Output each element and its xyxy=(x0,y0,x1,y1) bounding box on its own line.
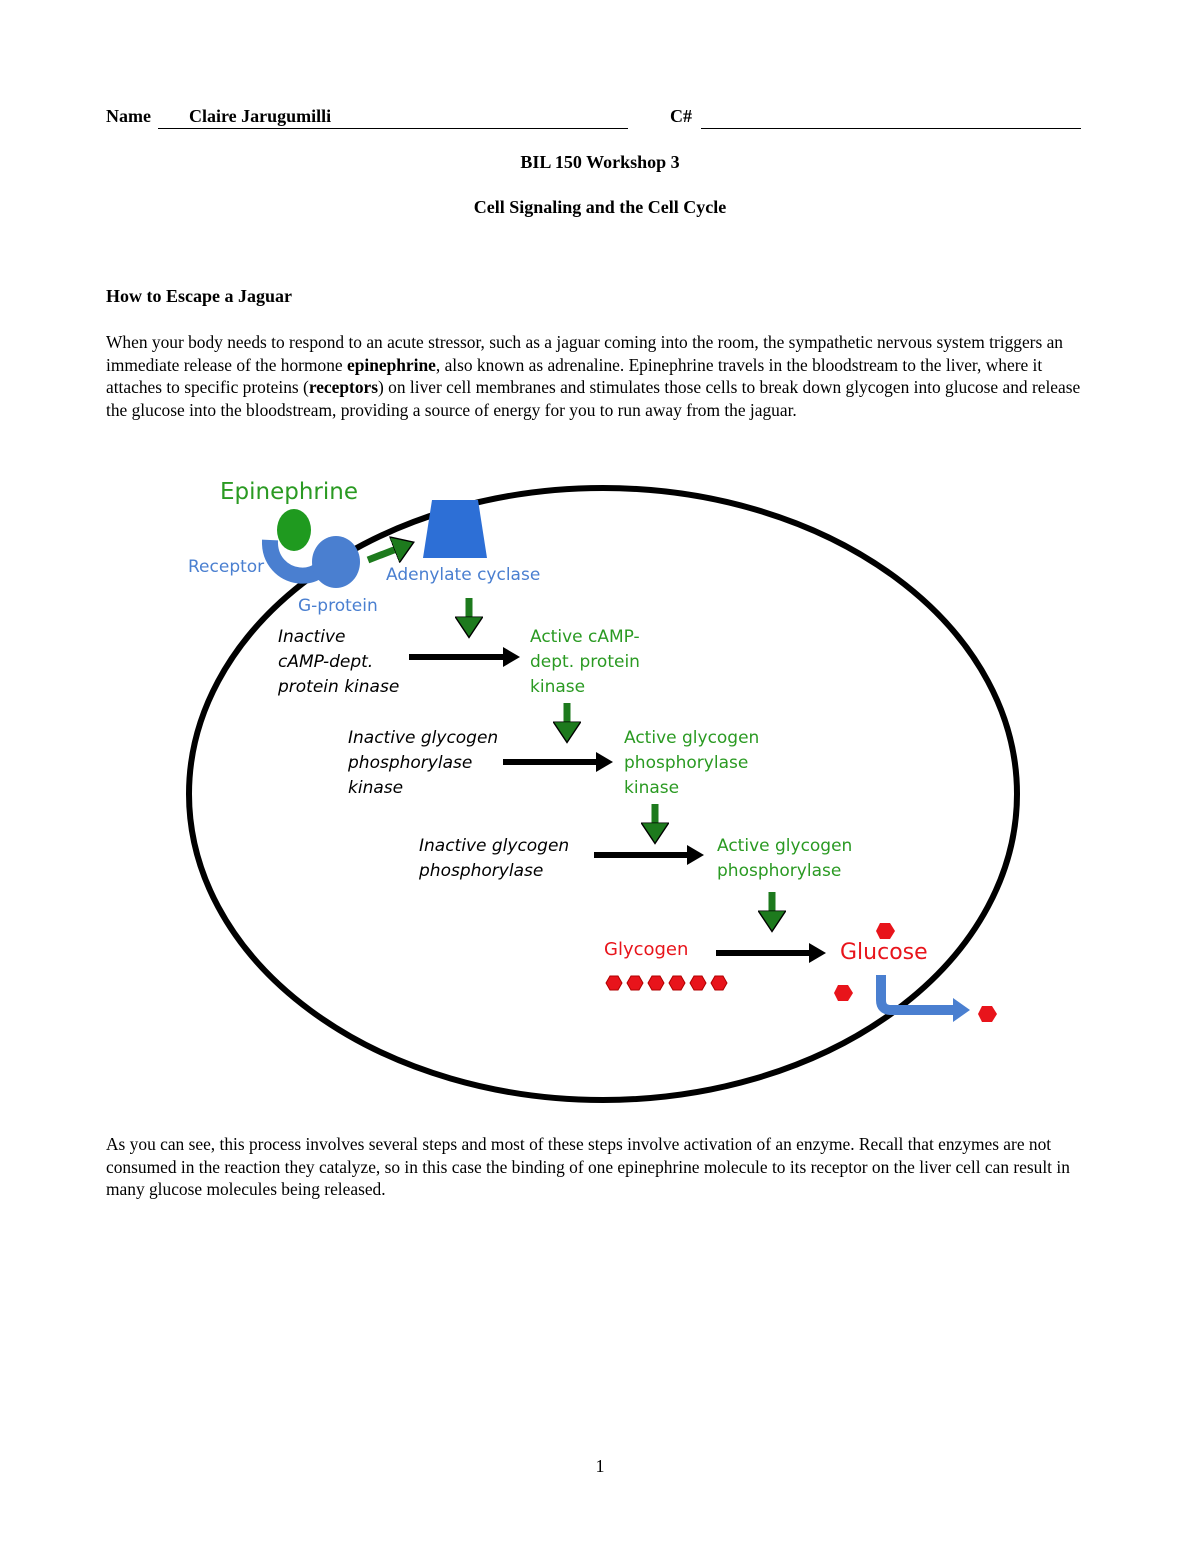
g-protein-shape xyxy=(312,536,360,588)
active-gpk-label: Active glycogen phosphorylase kinase xyxy=(624,728,765,798)
glycogen-unit xyxy=(626,975,644,991)
inactive-gp-label: Inactive glycogen phosphorylase xyxy=(418,836,575,881)
cell-signaling-diagram: Epinephrine Receptor G-protein Adenylate… xyxy=(186,479,1020,1103)
section-heading: How to Escape a Jaguar xyxy=(106,286,292,306)
active-gp-label: Active glycogen phosphorylase xyxy=(717,836,858,881)
page-number: 1 xyxy=(595,1456,605,1476)
glycogen-chain xyxy=(605,975,728,991)
glycogen-label: Glycogen xyxy=(604,939,688,960)
name-field[interactable]: Claire Jarugumilli xyxy=(158,106,628,129)
g-protein-label: G-protein xyxy=(298,596,378,616)
glycogen-unit xyxy=(710,975,728,991)
intro-paragraph: When your body needs to respond to an ac… xyxy=(106,332,1081,421)
conversion-arrowhead-4 xyxy=(809,943,826,963)
glycogen-unit xyxy=(605,975,623,991)
name-label: Name xyxy=(106,106,151,126)
glucose-release-arrow xyxy=(876,975,955,1015)
conversion-arrowhead-1 xyxy=(503,647,520,667)
adenylate-cyclase-shape xyxy=(423,500,487,558)
epinephrine-label: Epinephrine xyxy=(220,479,358,505)
glucose-label: Glucose xyxy=(840,940,928,965)
cnumber-label: C# xyxy=(670,106,692,126)
conversion-arrowhead-3 xyxy=(687,845,704,865)
glucose-molecule xyxy=(834,985,853,1001)
document-subtitle: Cell Signaling and the Cell Cycle xyxy=(473,197,727,217)
term-receptors: receptors xyxy=(308,377,379,398)
inactive-pka-label: Inactive cAMP-dept. protein kinase xyxy=(277,627,399,697)
conversion-arrowhead-2 xyxy=(596,752,613,772)
name-value: Claire Jarugumilli xyxy=(189,106,332,126)
glucose-release-arrowhead xyxy=(953,998,970,1022)
epinephrine-molecule xyxy=(277,509,311,551)
adenylate-cyclase-label: Adenylate cyclase xyxy=(386,565,540,585)
glycogen-unit xyxy=(689,975,707,991)
activation-arrow-green xyxy=(366,546,404,564)
term-epinephrine: epinephrine xyxy=(346,354,436,375)
glycogen-unit xyxy=(668,975,686,991)
cell-membrane xyxy=(186,485,1020,1103)
conclusion-paragraph: As you can see, this process involves se… xyxy=(106,1134,1070,1200)
glucose-molecule xyxy=(876,923,895,939)
document-title: BIL 150 Workshop 3 xyxy=(520,152,680,172)
glycogen-unit xyxy=(647,975,665,991)
glucose-molecule xyxy=(978,1006,997,1022)
active-pka-label: Active cAMP- dept. protein kinase xyxy=(530,627,645,697)
receptor-label: Receptor xyxy=(188,557,264,577)
inactive-gpk-label: Inactive glycogen phosphorylase kinase xyxy=(347,728,504,798)
cnumber-field[interactable] xyxy=(701,106,1081,129)
